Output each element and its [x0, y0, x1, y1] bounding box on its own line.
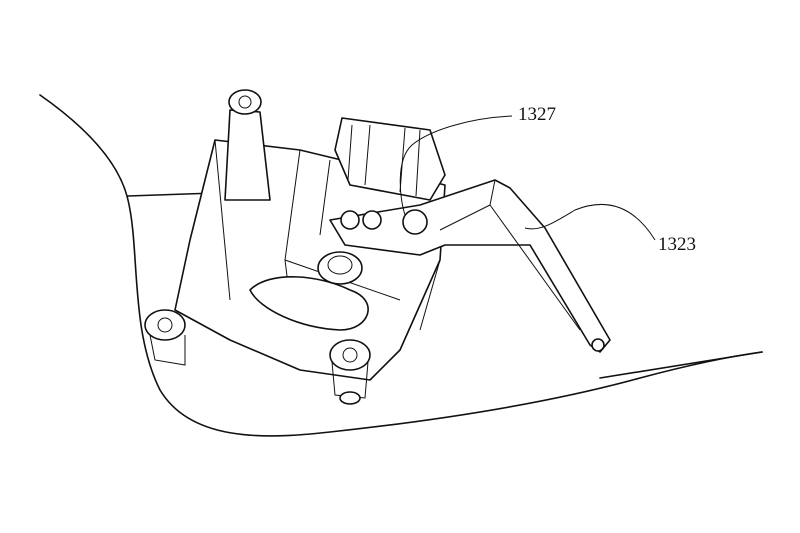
pivot-pin	[591, 338, 605, 352]
housing-outline	[39, 94, 763, 437]
housing-edge-right	[599, 351, 763, 379]
housing-edge	[127, 192, 216, 197]
leader-line-1323	[524, 204, 656, 241]
cover-lobe	[249, 276, 369, 331]
screw-icon	[362, 210, 382, 230]
screw-boss	[144, 309, 186, 366]
screw-boss	[224, 89, 271, 201]
pivot-pin	[402, 209, 428, 235]
screw-icon	[340, 210, 360, 230]
leader-line-1327	[399, 115, 513, 216]
reference-label-1323: 1323	[658, 234, 696, 255]
reference-label-1327: 1327	[518, 104, 556, 125]
shaft	[317, 251, 363, 285]
screw-boss	[329, 339, 371, 405]
